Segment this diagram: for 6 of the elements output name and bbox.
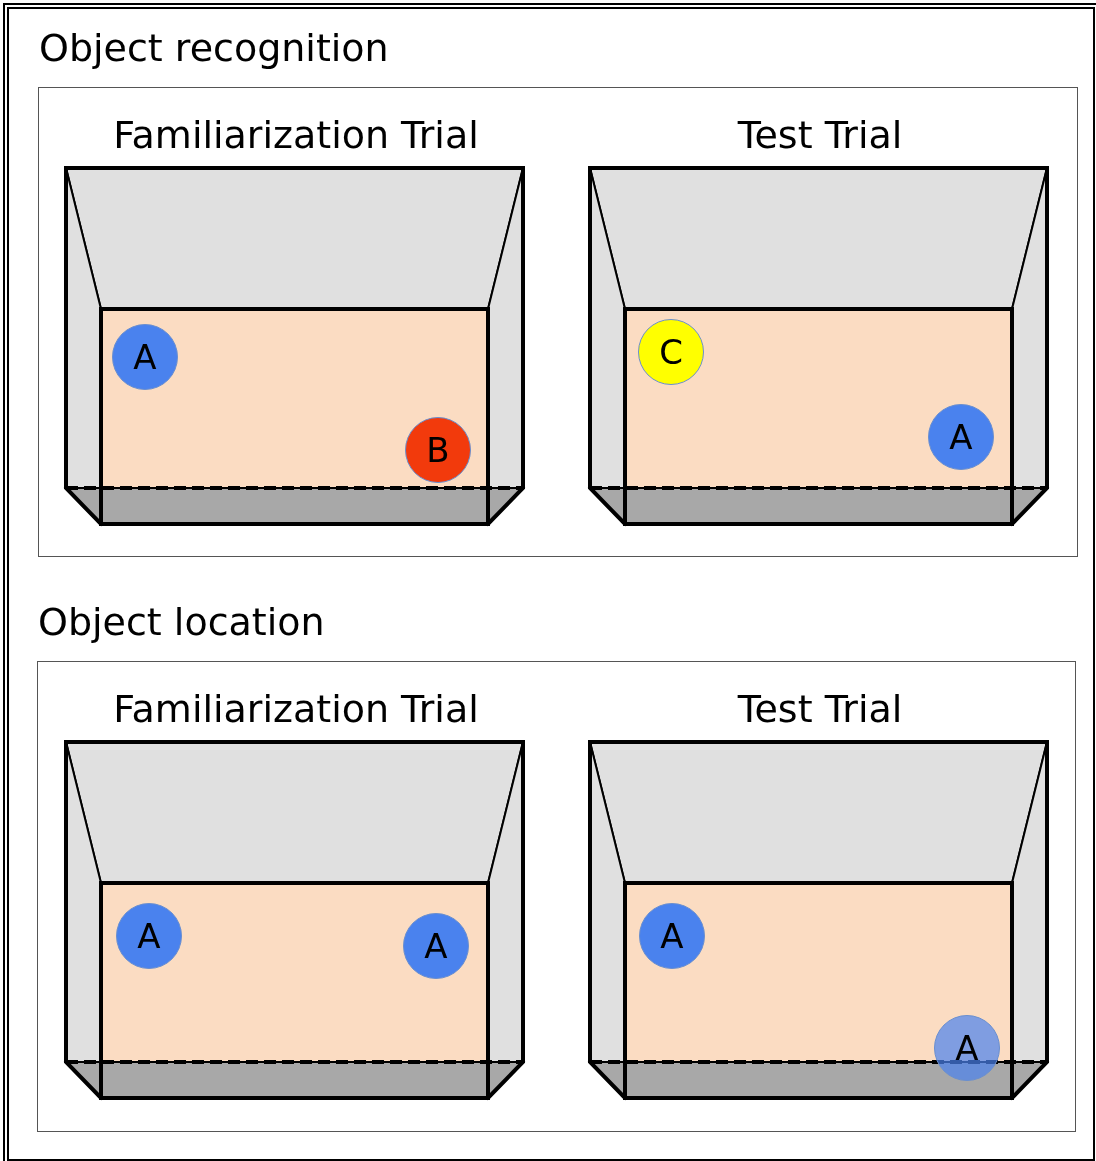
trial-title: Test Trial [736,113,904,157]
trial-title: Familiarization Trial [112,687,480,731]
section-heading: Object location [38,600,325,644]
trial-title: Test Trial [736,687,904,731]
section-heading: Object recognition [39,26,389,70]
trial-title: Familiarization Trial [112,113,480,157]
